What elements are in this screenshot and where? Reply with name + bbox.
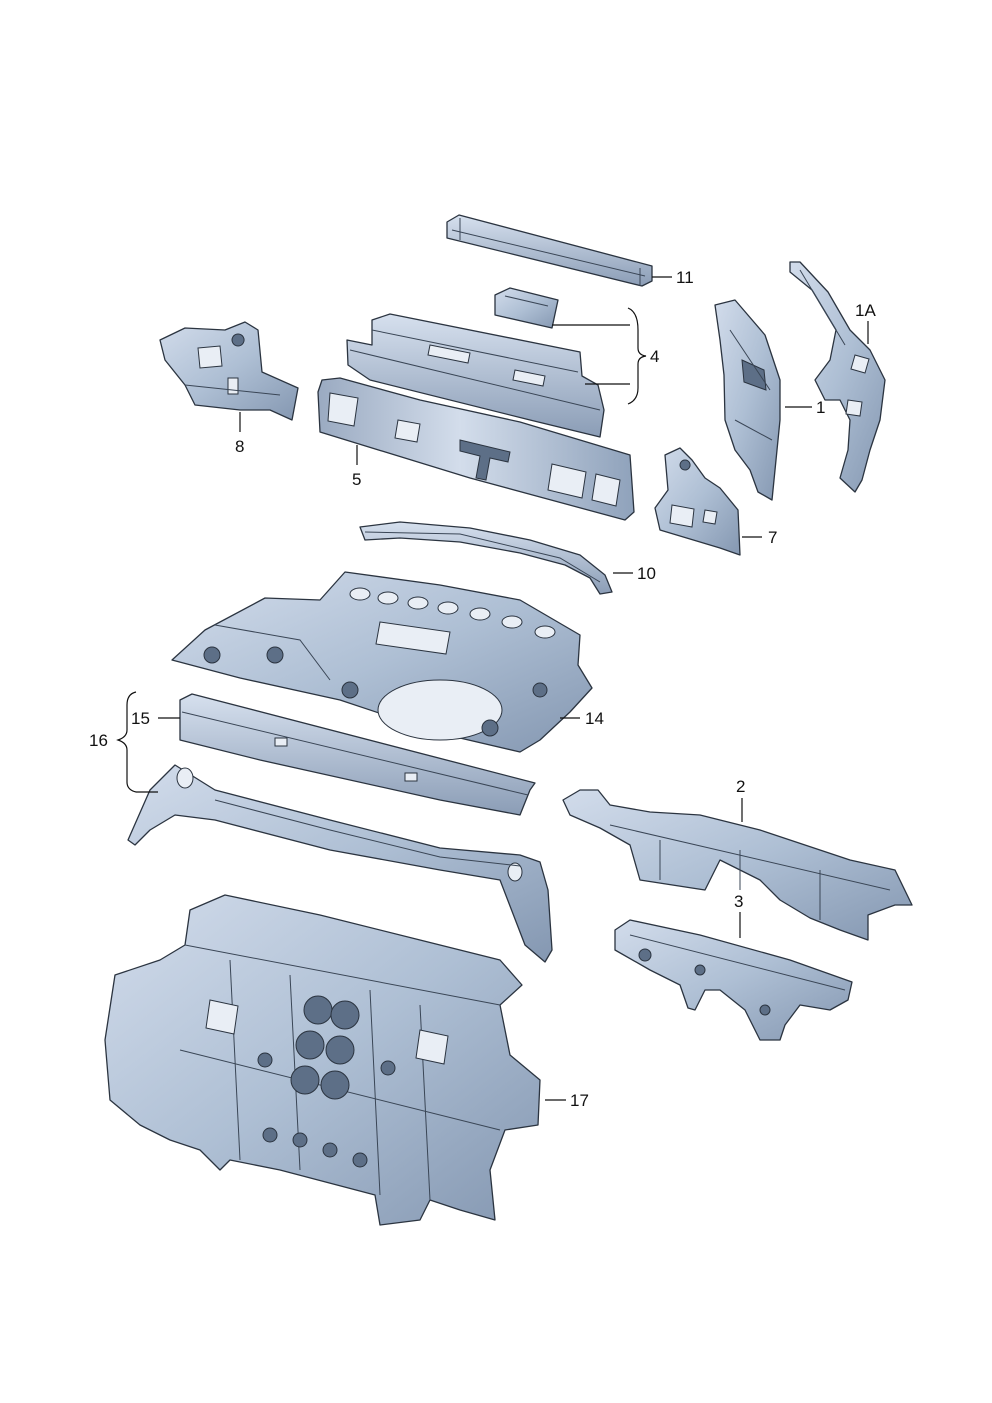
brace-16 — [116, 691, 137, 793]
callout-4: 4 — [650, 347, 659, 366]
part-7-bracket — [654, 447, 741, 556]
floor-vent-row — [349, 587, 556, 639]
callout-7: 7 — [768, 528, 777, 547]
callout-labels: 11 1A 4 1 8 5 7 10 15 16 14 2 3 17 — [89, 268, 876, 1110]
part-4-upper-rear-panel — [346, 287, 605, 438]
rear-panel-hole-cluster — [257, 995, 396, 1168]
callout-8: 8 — [235, 437, 244, 456]
part-5-rear-panel — [317, 377, 635, 521]
callout-17: 17 — [570, 1091, 589, 1110]
part-1a-pillar — [789, 261, 886, 493]
part-10-curved-rail — [359, 521, 613, 595]
part-17-rear-body-assembly — [104, 894, 541, 1226]
part-15-crossmember — [179, 693, 536, 816]
part-14-luggage-floor — [171, 571, 593, 753]
part-1-side-panel — [714, 299, 781, 501]
callout-5: 5 — [352, 470, 361, 489]
part-3-lower-member — [614, 919, 853, 1041]
callout-10: 10 — [637, 564, 656, 583]
callout-3: 3 — [734, 892, 743, 911]
leader-lines — [116, 276, 869, 1101]
callout-11: 11 — [676, 268, 694, 287]
callout-2: 2 — [736, 777, 745, 796]
callout-15: 15 — [131, 709, 150, 728]
part-2-rear-member — [562, 789, 913, 941]
callout-1a: 1A — [855, 301, 876, 320]
part-11-roof-crossmember — [446, 214, 653, 287]
callout-1: 1 — [816, 398, 825, 417]
callout-16: 16 — [89, 731, 108, 750]
part-8-side-bracket — [159, 321, 299, 421]
brace-4 — [627, 307, 647, 405]
part-16-wheelarch-member — [127, 764, 553, 963]
callout-14: 14 — [585, 709, 604, 728]
